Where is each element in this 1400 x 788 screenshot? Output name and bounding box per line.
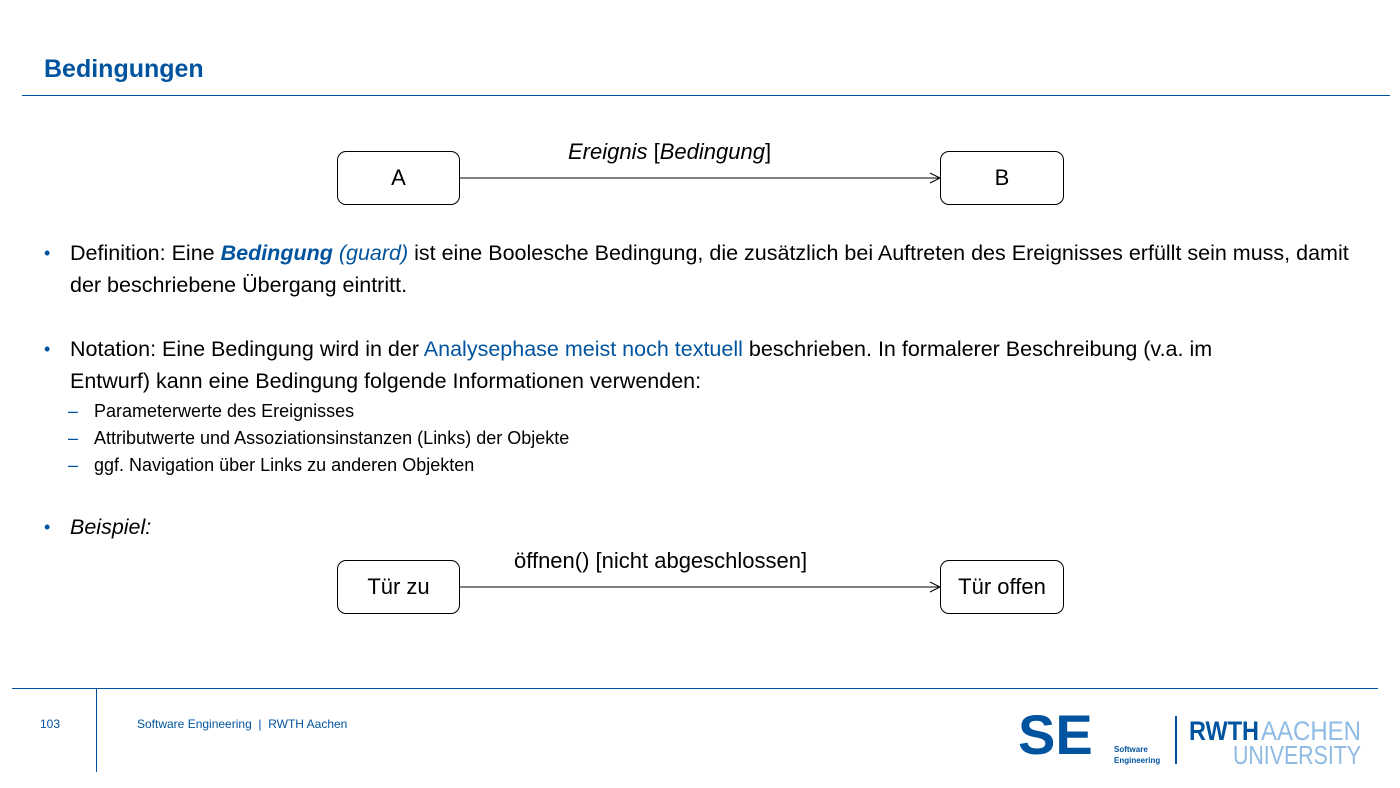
- state-door-open: Tür offen: [940, 560, 1064, 614]
- footer-divider-vertical: [96, 688, 97, 772]
- definition-rest: ist eine Boolesche Bedingung, die zusätz…: [70, 241, 1349, 297]
- notation-highlight: Analysephase meist noch textuell: [423, 337, 743, 361]
- se-logo-letters: SE: [1018, 706, 1093, 766]
- state-a: A: [337, 151, 460, 205]
- notation-sublist: –Parameterwerte des Ereignisses –Attribu…: [68, 398, 569, 479]
- bullet-example: • Beispiel:: [44, 511, 1364, 543]
- rwth-logo-word-1: RWTH: [1189, 716, 1259, 746]
- notation-text: Notation: Eine Bedingung wird in der Ana…: [70, 333, 1224, 397]
- state-door-closed-label: Tür zu: [367, 574, 430, 599]
- bullet-dot: •: [44, 339, 51, 359]
- title-divider: [22, 95, 1390, 96]
- se-logo-word-2: Engineering: [1114, 756, 1160, 765]
- guard-label: Bedingung: [659, 139, 765, 164]
- se-logo-word-1: Software: [1114, 745, 1148, 754]
- notation-prefix: Notation: Eine Bedingung wird in der: [70, 337, 424, 361]
- state-b-label: B: [994, 165, 1010, 190]
- notation-rest: beschrieben. In formalerer Beschreibung …: [70, 337, 1213, 393]
- sub-item-text: ggf. Navigation über Links zu anderen Ob…: [94, 455, 475, 475]
- bullet-dot: •: [44, 517, 51, 537]
- top-transition-label: Ereignis [Bedingung]: [568, 139, 771, 165]
- dash-marker: –: [68, 401, 79, 421]
- rwth-logo-bar: [1175, 716, 1177, 764]
- definition-term-alt: (guard): [332, 241, 409, 265]
- definition-text: Definition: Eine Bedingung (guard) ist e…: [70, 237, 1364, 301]
- state-b: B: [940, 151, 1064, 205]
- sub-item-text: Parameterwerte des Ereignisses: [94, 401, 355, 421]
- page-number: 103: [40, 717, 61, 731]
- slide-title: Bedingungen: [44, 55, 204, 83]
- list-item: –ggf. Navigation über Links zu anderen O…: [68, 452, 569, 479]
- bullet-notation: • Notation: Eine Bedingung wird in der A…: [44, 333, 1224, 397]
- list-item: –Attributwerte und Assoziationsinstanzen…: [68, 425, 569, 452]
- definition-prefix: Definition: Eine: [70, 241, 221, 265]
- state-a-label: A: [391, 165, 406, 190]
- dash-marker: –: [68, 455, 79, 475]
- definition-term: Bedingung: [220, 241, 333, 265]
- rwth-logo-word-2: AACHEN: [1261, 716, 1361, 746]
- list-item: –Parameterwerte des Ereignisses: [68, 398, 569, 425]
- bracket-close: ]: [764, 139, 772, 164]
- bracket-open: [: [647, 139, 660, 164]
- state-door-closed: Tür zu: [337, 560, 460, 614]
- sub-item-text: Attributwerte und Assoziationsinstanzen …: [94, 428, 570, 448]
- footer-text: Software Engineering | RWTH Aachen: [137, 717, 348, 731]
- bullet-dot: •: [44, 243, 51, 263]
- example-text: Beispiel:: [70, 515, 152, 539]
- se-logo: SE Software Engineering: [1018, 706, 1160, 766]
- rwth-logo-word-3: UNIVERSITY: [1233, 740, 1361, 770]
- bullet-definition: • Definition: Eine Bedingung (guard) ist…: [44, 237, 1364, 301]
- footer-divider: [12, 688, 1378, 689]
- bottom-transition-label: öffnen() [nicht abgeschlossen]: [514, 548, 808, 573]
- dash-marker: –: [68, 428, 79, 448]
- event-label: Ereignis: [568, 139, 648, 164]
- rwth-logo: RWTH AACHEN UNIVERSITY: [1175, 716, 1361, 770]
- state-door-open-label: Tür offen: [958, 574, 1046, 599]
